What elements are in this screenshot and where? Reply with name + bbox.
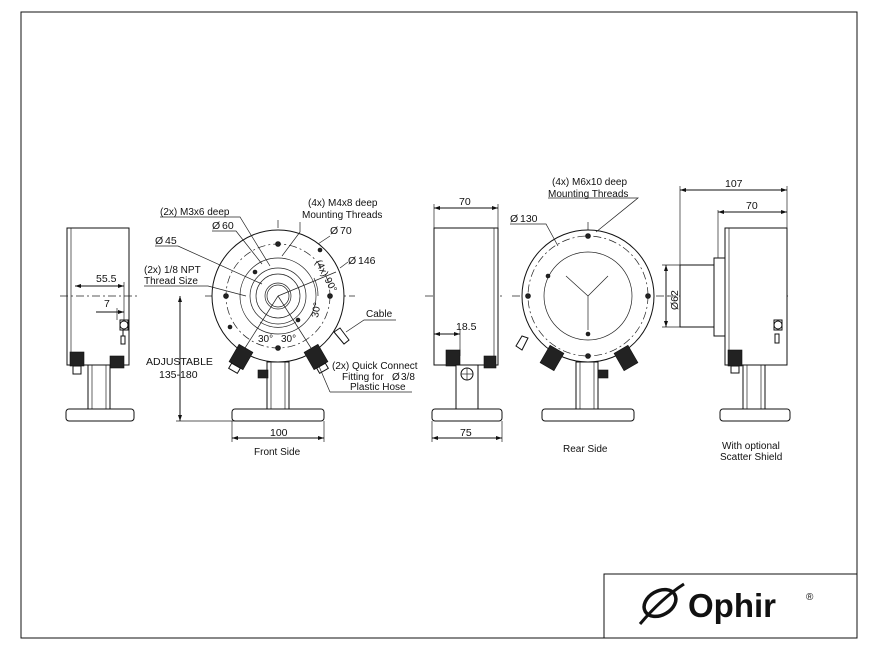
dim-7: 7: [104, 298, 110, 310]
dia-70: 70: [340, 225, 352, 237]
cable-label: Cable: [366, 309, 393, 320]
angle-30-right: 30°: [310, 302, 323, 319]
m6x10-label: (4x) M6x10 deep: [552, 177, 627, 188]
dia-70-symbol: Ø: [330, 225, 338, 237]
dim-18-5: 18.5: [456, 321, 477, 333]
plastic-hose-label: Plastic Hose: [350, 382, 406, 393]
dim-70-middle: 70: [459, 196, 471, 208]
dia-62: Ø62: [669, 290, 681, 310]
mounting-threads-label: Mounting Threads: [302, 210, 382, 221]
dia-130-symbol: Ø: [510, 213, 518, 225]
adjustable-range: 135-180: [159, 369, 198, 381]
shield-caption-1: With optional: [722, 441, 780, 452]
rear-mounting-threads: Mounting Threads: [548, 189, 628, 200]
side-view: [60, 227, 140, 422]
quick-connect-label: (2x) Quick Connect: [332, 361, 418, 372]
angle-30-mid: 30°: [281, 334, 296, 345]
title-block: [603, 573, 858, 639]
dia-45: 45: [165, 235, 177, 247]
drawing-frame: [20, 11, 858, 639]
fitting-for-label: Fitting for: [342, 372, 384, 383]
m3x6-label: (2x) M3x6 deep: [160, 207, 230, 218]
quick-dia-value: 3/8: [401, 372, 415, 383]
npt-label: (2x) 1/8 NPT: [144, 265, 201, 276]
dim-75: 75: [460, 427, 472, 439]
front-view: [144, 216, 412, 442]
rear-view: [510, 197, 672, 422]
dia-146: 146: [358, 255, 376, 267]
dia-146-symbol: Ø: [348, 255, 356, 267]
front-side-caption: Front Side: [254, 447, 301, 458]
dia-45-symbol: Ø: [155, 235, 163, 247]
registered-mark: ®: [806, 592, 814, 603]
middle-view: [425, 204, 505, 442]
rear-side-caption: Rear Side: [563, 444, 608, 455]
adjustable-label: ADJUSTABLE: [146, 356, 213, 368]
dia-60-symbol: Ø: [212, 220, 220, 232]
dia-130: 130: [520, 213, 538, 225]
brand-name: Ophir: [688, 587, 776, 624]
quick-dia-symbol: Ø: [392, 372, 400, 383]
npt-thread-size: Thread Size: [144, 276, 198, 287]
ophir-logo-icon: [638, 582, 685, 625]
dim-55-5: 55.5: [96, 273, 117, 285]
dia-60: 60: [222, 220, 234, 232]
angle-30-left: 30°: [258, 334, 273, 345]
width-100: 100: [270, 427, 288, 439]
m4x8-label: (4x) M4x8 deep: [308, 198, 378, 209]
dim-107: 107: [725, 178, 743, 190]
dim-70-shield: 70: [746, 200, 758, 212]
scatter-shield-view: [662, 186, 791, 422]
shield-caption-2: Scatter Shield: [720, 452, 782, 463]
